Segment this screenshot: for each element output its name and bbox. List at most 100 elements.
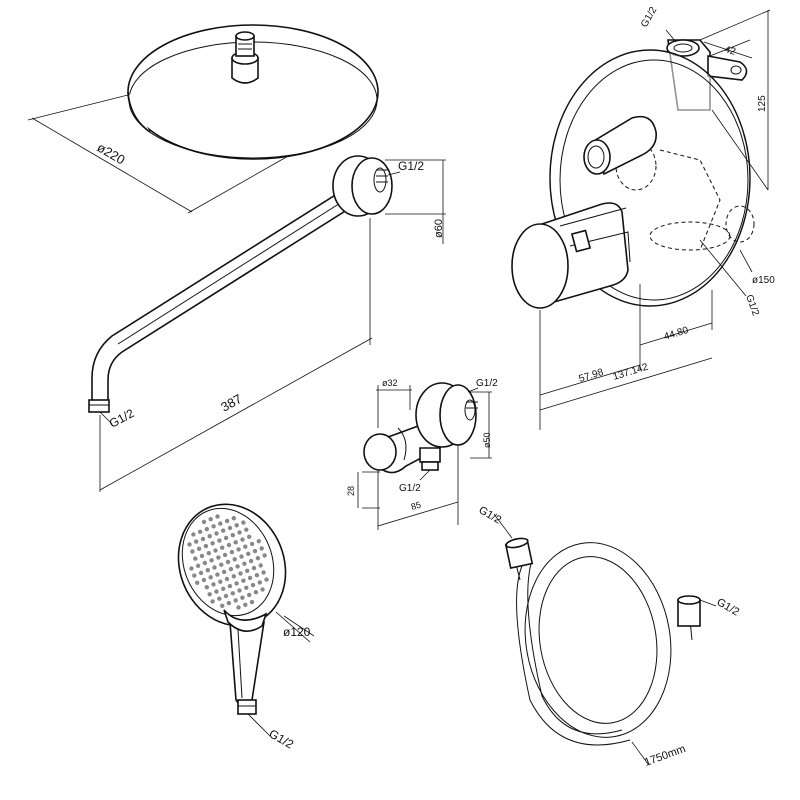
nozzle	[257, 580, 262, 585]
nozzle	[201, 519, 207, 525]
nozzle	[211, 524, 216, 529]
nozzle	[209, 558, 214, 563]
hand-shower-thread-label: G1/2	[267, 726, 297, 751]
mixer-height-label: 125	[757, 95, 768, 112]
hose-thread-right-label: G1/2	[715, 596, 742, 618]
nozzle	[217, 538, 222, 543]
shower-arm	[88, 155, 393, 413]
nozzle	[217, 596, 222, 601]
nozzle	[187, 542, 192, 547]
shower-hose	[504, 537, 701, 746]
nozzle	[218, 579, 223, 584]
nozzle	[228, 566, 234, 572]
nozzle	[231, 516, 236, 521]
nozzle	[235, 564, 240, 569]
shower-arm-dimensions: G1/2 ø60 387 G1/2	[99, 159, 446, 492]
nozzle	[226, 600, 232, 606]
mixer-plate-diameter-label: ø150	[752, 275, 775, 286]
hand-shower	[177, 503, 287, 715]
hand-shower-nozzle-pattern	[187, 514, 269, 610]
nozzle	[221, 528, 226, 533]
nozzle	[236, 547, 241, 552]
nozzle	[223, 593, 229, 599]
nozzle	[227, 583, 233, 589]
nozzle	[219, 562, 224, 567]
nozzle	[247, 534, 252, 539]
nozzle	[216, 555, 221, 560]
nozzle	[256, 539, 261, 544]
wall-outlet-dimensions: ø32 G1/2 ø50 28 G1/2 85	[346, 378, 498, 530]
nozzle	[245, 568, 250, 573]
outlet-flange-diameter-label: ø50	[482, 432, 492, 448]
hose-length-label: 1750mm	[643, 743, 687, 769]
nozzle	[194, 539, 199, 544]
wall-outlet-holder	[363, 382, 478, 474]
hand-shower-diameter-label: ø120	[283, 625, 311, 639]
nozzle	[240, 537, 245, 542]
nozzle	[215, 514, 220, 519]
nozzle	[197, 529, 203, 534]
nozzle	[204, 526, 209, 532]
mixer-depth-total-label: 137.142	[612, 362, 650, 383]
nozzle	[255, 556, 261, 561]
nozzle	[234, 581, 239, 586]
mixer-width-top-label: 42	[723, 44, 737, 58]
nozzle	[233, 540, 238, 545]
nozzle	[264, 577, 269, 582]
nozzle	[244, 585, 249, 590]
nozzle	[222, 552, 228, 558]
nozzle	[251, 565, 257, 571]
nozzle	[193, 556, 198, 561]
nozzle	[258, 563, 263, 568]
nozzle	[253, 590, 259, 595]
nozzle	[238, 571, 243, 576]
nozzle	[227, 525, 233, 531]
nozzle	[224, 518, 230, 524]
nozzle	[213, 548, 218, 553]
nozzle	[206, 551, 211, 556]
nozzle	[198, 570, 204, 576]
nozzle	[208, 517, 213, 522]
outlet-depth-label: 85	[410, 500, 422, 512]
nozzle	[221, 586, 226, 591]
nozzle	[192, 573, 197, 578]
arm-thread-outlet-label: G1/2	[107, 406, 137, 431]
nozzle	[241, 578, 246, 583]
nozzle	[218, 521, 223, 526]
nozzle	[243, 602, 248, 607]
outlet-thread-label: G1/2	[476, 378, 498, 389]
nozzle	[237, 530, 242, 535]
arm-thread-wall-label: G1/2	[398, 159, 424, 173]
nozzle	[250, 582, 256, 588]
nozzle	[204, 585, 209, 590]
nozzle	[210, 599, 215, 604]
nozzle	[195, 580, 200, 585]
nozzle	[241, 520, 246, 525]
mixer-thread-side-label: G1/2	[743, 293, 761, 318]
nozzle	[200, 536, 206, 542]
nozzle	[203, 543, 209, 549]
nozzle	[212, 565, 217, 570]
nozzle	[226, 542, 232, 548]
nozzle	[232, 557, 237, 562]
hose-thread-left-label: G1/2	[477, 504, 504, 526]
nozzle	[246, 551, 251, 556]
nozzle	[205, 568, 210, 573]
nozzle	[191, 532, 196, 537]
outlet-thread-bottom-label: G1/2	[399, 483, 421, 494]
nozzle	[247, 575, 253, 581]
outlet-width-top-label: ø32	[382, 378, 398, 388]
shower-head-diameter-label: ø220	[95, 140, 128, 168]
nozzle	[225, 559, 231, 565]
nozzle	[231, 574, 236, 579]
nozzle	[248, 558, 254, 564]
nozzle	[254, 573, 260, 578]
nozzle	[239, 554, 244, 559]
nozzle	[244, 527, 249, 532]
nozzle	[262, 553, 267, 558]
nozzle	[211, 582, 216, 587]
nozzle	[201, 577, 207, 583]
nozzle	[237, 588, 242, 593]
nozzle	[208, 575, 213, 580]
mixer-depth-1-label: 44.80	[663, 325, 691, 343]
